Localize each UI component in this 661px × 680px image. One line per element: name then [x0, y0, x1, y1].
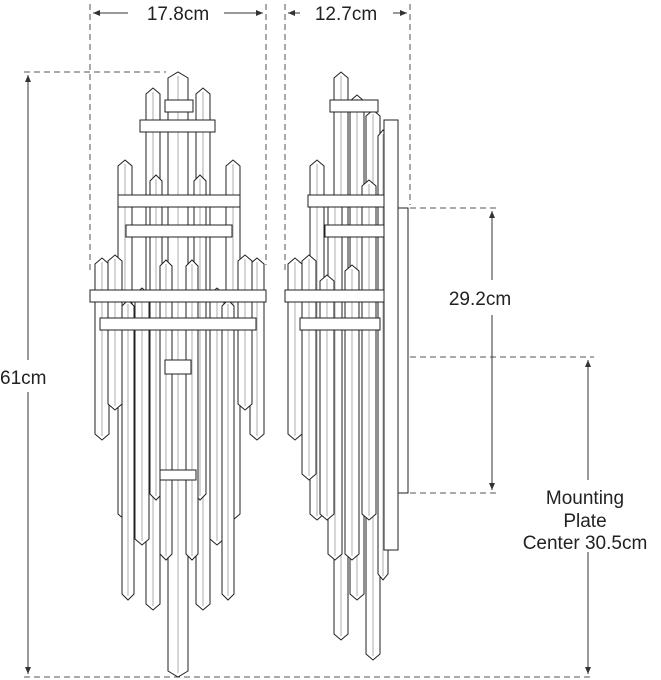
metal-band — [284, 289, 386, 303]
mounting-backplate — [397, 207, 409, 494]
depth-dimension: 12.7cm — [288, 4, 407, 25]
metal-band — [164, 99, 194, 113]
backplate-dimension: 29.2cm — [449, 211, 511, 490]
height-label: 61cm — [0, 368, 46, 389]
mounting-center-dimension: Mounting Plate Center 30.5cm — [523, 360, 648, 674]
side-view-fixture — [284, 71, 409, 661]
metal-band — [125, 224, 233, 238]
mounting-label-line2: Plate — [563, 511, 606, 532]
mounting-label-line1: Mounting — [546, 488, 624, 509]
metal-band — [117, 194, 241, 208]
extension-lines — [24, 4, 594, 678]
metal-band — [99, 317, 257, 331]
metal-band — [329, 99, 379, 113]
width-label: 17.8cm — [147, 4, 209, 25]
mounting-arm — [383, 119, 399, 551]
width-dimension: 17.8cm — [93, 4, 263, 25]
metal-band — [307, 194, 385, 208]
metal-band — [159, 469, 197, 481]
depth-label: 12.7cm — [315, 4, 377, 25]
backplate-label: 29.2cm — [449, 289, 511, 310]
metal-band — [164, 359, 192, 375]
height-dimension: 61cm — [0, 75, 56, 674]
front-view-fixture — [89, 71, 267, 678]
metal-band — [299, 317, 381, 331]
metal-band — [139, 119, 216, 133]
metal-band — [89, 289, 267, 303]
mounting-label-line3: Center 30.5cm — [523, 533, 648, 554]
metal-band — [324, 224, 386, 238]
